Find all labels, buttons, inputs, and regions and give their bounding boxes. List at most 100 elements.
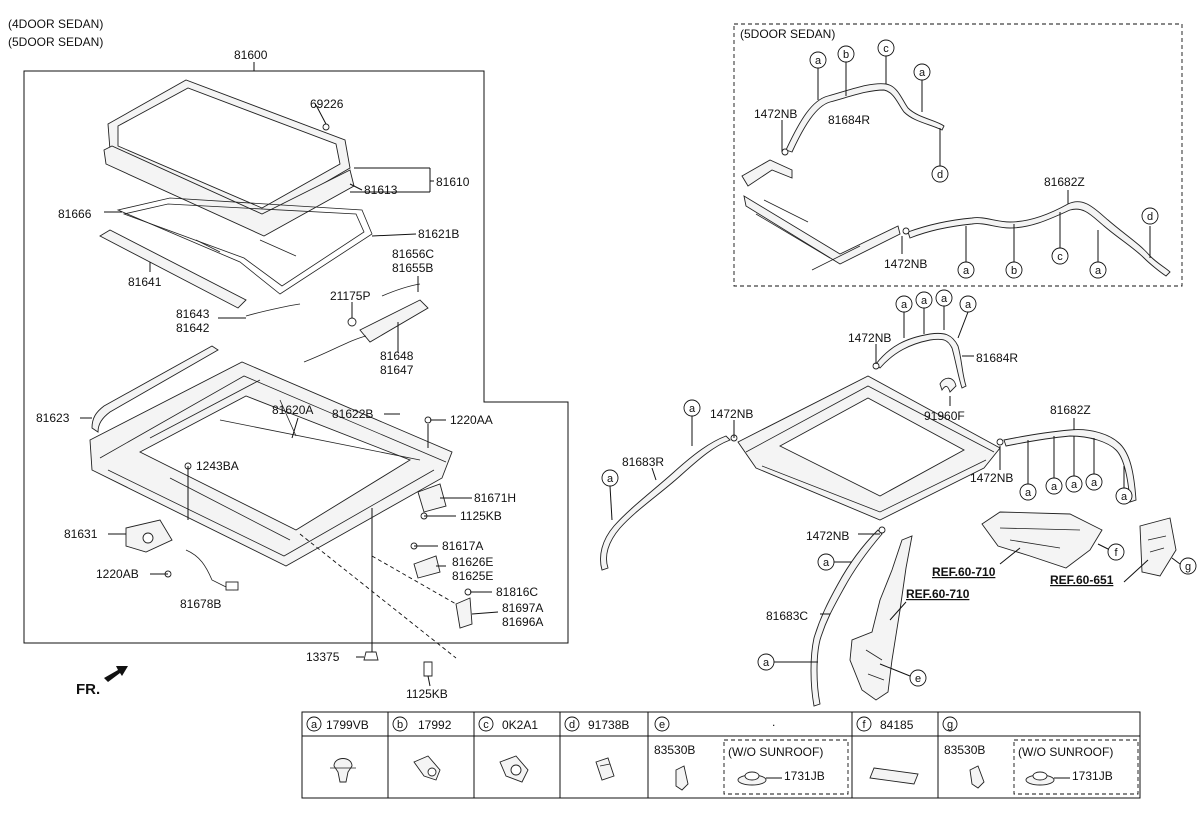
legend-cell-c: c 0K2A1 [478, 716, 538, 732]
label-81641: 81641 [128, 275, 162, 289]
clip-0K2A1-icon [499, 755, 529, 783]
glass-panel [103, 79, 355, 237]
callout-a [1065, 475, 1083, 493]
glass-frame [116, 197, 373, 295]
label-81684R: 81684R [976, 351, 1018, 365]
ref-60-710-a[interactable]: REF.60-710 [932, 565, 996, 579]
drain-hose-81684R-top [785, 83, 945, 153]
drain-hose-81682Z-top [907, 201, 1171, 277]
callout-a [1089, 261, 1107, 279]
callout-b [837, 45, 855, 63]
svg-text:a: a [1091, 477, 1098, 489]
callout-c [1051, 247, 1069, 265]
svg-text:91738B: 91738B [588, 718, 629, 732]
label-1472NB-r3: 1472NB [970, 471, 1013, 485]
svg-text:(W/O SUNROOF): (W/O SUNROOF) [1018, 745, 1113, 759]
svg-text:a: a [921, 295, 928, 307]
svg-text:83530B: 83530B [944, 743, 985, 757]
label-1472NB-r1: 1472NB [848, 331, 891, 345]
svg-text:c: c [883, 43, 889, 55]
label-81610: 81610 [436, 175, 470, 189]
svg-text:(W/O SUNROOF): (W/O SUNROOF) [728, 745, 823, 759]
svg-text:1731JB: 1731JB [784, 769, 825, 783]
svg-text:d: d [1147, 211, 1153, 223]
quarter-panel-bracket [981, 511, 1103, 569]
right-callouts: a a a a a a a a a a a a f g e [601, 289, 1197, 687]
clip-top-1 [781, 148, 789, 156]
deflector-strip [99, 229, 247, 309]
callout-a [895, 295, 913, 313]
ref-60-651[interactable]: REF.60-651 [1050, 573, 1114, 587]
label-21175P: 21175P [330, 289, 370, 303]
svg-text:a: a [963, 265, 970, 277]
svg-text:a: a [941, 293, 948, 305]
label-81622B: 81622B [332, 407, 373, 421]
svg-text:c: c [1057, 251, 1063, 263]
callout-g [1179, 557, 1197, 575]
callout-a [809, 51, 827, 69]
svg-text:b: b [843, 49, 849, 61]
sunroof-motor [125, 519, 173, 553]
grommet-83530B-g-icon [969, 765, 985, 789]
front-arrow-icon [104, 666, 128, 682]
svg-text:f: f [1114, 547, 1118, 559]
clip-91960F [939, 377, 957, 393]
label-81697A: 81697A [502, 601, 543, 615]
callout-a [817, 553, 835, 571]
callout-e [909, 669, 927, 687]
harness-connector [225, 581, 239, 591]
clip-91738B-icon [595, 757, 615, 781]
callout-a [913, 63, 931, 81]
label-91960F: 91960F [924, 409, 965, 423]
5door-frame-section [741, 159, 901, 271]
svg-text:a: a [815, 55, 822, 67]
label-81816C: 81816C [496, 585, 538, 599]
callout-a [915, 291, 933, 309]
clip-top-2 [902, 227, 910, 235]
legend-cell-a: a 1799VB [306, 716, 369, 732]
svg-text:84185: 84185 [880, 718, 914, 732]
label-81631: 81631 [64, 527, 98, 541]
label-81671H: 81671H [474, 491, 516, 505]
clip-1799VB-icon [330, 758, 356, 783]
svg-text:a: a [311, 719, 318, 731]
callout-a [683, 399, 701, 417]
legend-cell-b: b 17992 [392, 716, 452, 732]
svg-text:e: e [915, 673, 921, 685]
drain-hose-81684R [875, 332, 967, 389]
svg-text:d: d [937, 169, 943, 181]
svg-text:a: a [901, 299, 908, 311]
right-leaders [609, 306, 1181, 677]
svg-text:a: a [763, 657, 770, 669]
5door-detail-box [733, 23, 1183, 287]
callout-a [959, 295, 977, 313]
svg-text:b: b [1011, 265, 1017, 277]
svg-text:b: b [397, 719, 403, 731]
cable-81643 [245, 303, 301, 317]
label-81656C: 81656C [392, 247, 434, 261]
svg-text:17992: 17992 [418, 718, 452, 732]
svg-text:1799VB: 1799VB [326, 718, 369, 732]
front-rail-81623 [91, 345, 219, 433]
label-81643: 81643 [176, 307, 210, 321]
label-1472NB-r2: 1472NB [710, 407, 753, 421]
callout-a [1019, 483, 1037, 501]
label-13375: 13375 [306, 650, 340, 664]
legend-cell-g: g 83530B (W/O SUNROOF) 1731JB [942, 716, 1139, 795]
label-69226: 69226 [310, 97, 344, 111]
wire-harness [185, 549, 235, 591]
label-81682Z-top: 81682Z [1044, 175, 1085, 189]
label-1472NB-r4: 1472NB [806, 529, 849, 543]
svg-text:a: a [919, 67, 926, 79]
svg-text:a: a [1071, 479, 1078, 491]
top-right-callouts: a b c a d a b c a d [809, 39, 1159, 279]
ref-60-710-b[interactable]: REF.60-710 [906, 587, 970, 601]
drain-hose-81682Z [1003, 429, 1137, 503]
label-81626E: 81626E [452, 555, 493, 569]
label-1125KB-b: 1125KB [406, 687, 448, 701]
side-brackets [299, 483, 473, 659]
label-1220AB: 1220AB [96, 567, 139, 581]
plug-1731JB-g-icon [1025, 771, 1055, 786]
svg-text:.: . [772, 715, 775, 729]
